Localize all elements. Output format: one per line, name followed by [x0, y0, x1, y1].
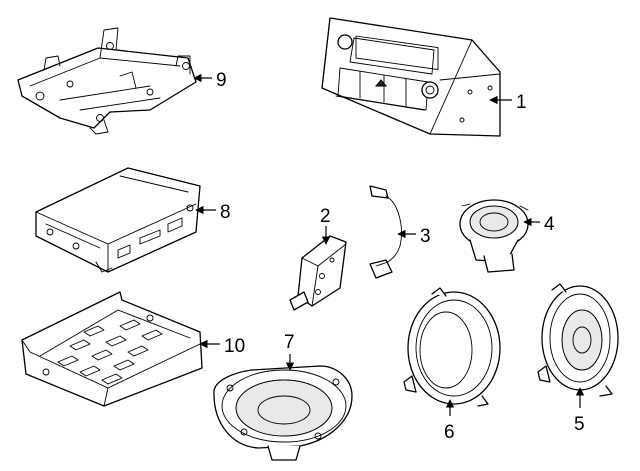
callout-2[interactable]: 2	[320, 206, 331, 227]
part-6-door-speaker[interactable]	[403, 287, 501, 407]
part-3-cable-lead[interactable]	[369, 185, 402, 279]
callout-6[interactable]: 6	[444, 422, 455, 443]
callout-3[interactable]: 3	[420, 226, 431, 247]
callout-8[interactable]: 8	[220, 202, 231, 223]
callout-labels: 1 2 3 4 5 6 7 8 9 10	[216, 70, 585, 443]
part-8-control-module[interactable]	[35, 167, 201, 273]
callout-9[interactable]: 9	[216, 70, 227, 91]
part-2-bracket[interactable]	[289, 235, 347, 311]
callout-5[interactable]: 5	[574, 414, 585, 435]
tray-ribs	[57, 319, 163, 385]
part-9-mounting-bracket[interactable]	[17, 27, 197, 135]
part-10-storage-tray[interactable]	[21, 291, 203, 407]
part-7-woofer-speaker[interactable]	[213, 365, 353, 461]
callout-7[interactable]: 7	[284, 332, 295, 353]
callout-10[interactable]: 10	[224, 336, 245, 357]
part-4-tweeter-speaker[interactable]	[459, 199, 529, 273]
callout-4[interactable]: 4	[544, 214, 555, 235]
part-5-door-speaker[interactable]	[537, 283, 619, 397]
part-1-radio-head-unit[interactable]	[321, 17, 501, 137]
callout-leaders	[193, 73, 585, 416]
callout-1[interactable]: 1	[516, 92, 527, 113]
